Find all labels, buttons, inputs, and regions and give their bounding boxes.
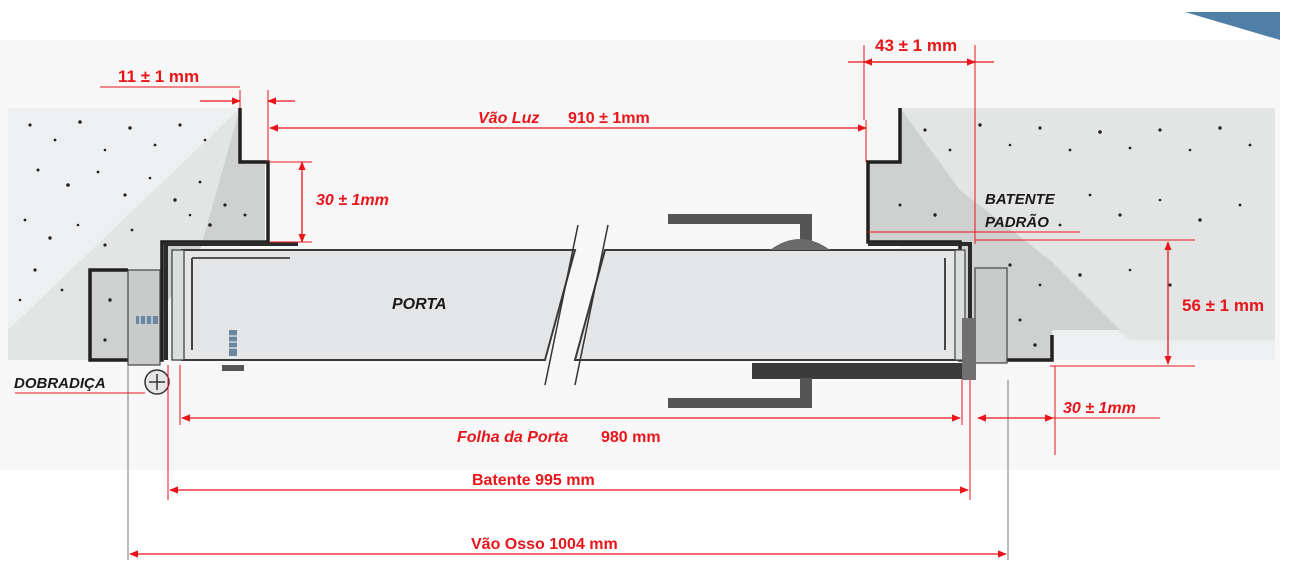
break-line-2 <box>574 224 609 386</box>
reference-lines <box>127 365 1009 560</box>
break-line-1 <box>544 224 579 386</box>
dim-vao-luz-name: Vão Luz <box>478 110 539 127</box>
frame-right-strip <box>974 267 1008 364</box>
screw-bottom-icon <box>222 330 244 371</box>
screw-left-icon <box>136 316 158 324</box>
dim-espessura: 56 ± 1 mm <box>1182 296 1264 315</box>
dim-vao-luz-value: 910 ± 1mm <box>568 110 650 127</box>
dimension-lines <box>15 45 1195 558</box>
dim-folha-value: 980 mm <box>601 429 661 446</box>
lock-rosette-top <box>770 239 830 250</box>
label-porta: PORTA <box>392 296 447 313</box>
corner-accent <box>1185 12 1280 40</box>
label-dobradica: DOBRADIÇA <box>14 375 106 392</box>
frame-left <box>164 242 298 360</box>
right-wall <box>866 108 1275 362</box>
right-wall-speckles <box>898 123 1252 347</box>
left-wall-speckles <box>18 120 247 342</box>
dim-batente-total: Batente 995 mm <box>472 472 595 489</box>
strike-plate <box>962 318 976 380</box>
door-hardware <box>136 214 976 408</box>
hinge-icon <box>144 369 170 395</box>
left-wall-outline <box>88 108 270 362</box>
label-batente-padrao-2: PADRÃO <box>985 213 1049 231</box>
door-leaf <box>171 224 966 386</box>
handle-top <box>668 214 812 248</box>
label-batente-padrao-1: BATENTE <box>985 191 1056 208</box>
left-wall <box>8 108 270 362</box>
dim-profundidade-esquerda: 30 ± 1mm <box>316 192 389 209</box>
dim-folha-name: Folha da Porta <box>457 429 568 446</box>
dim-profundidade-direita: 30 ± 1mm <box>1063 400 1136 417</box>
door-frame <box>127 242 1008 366</box>
dim-batente-direito: 43 ± 1 mm <box>875 36 957 55</box>
dim-folga-esquerda: 11 ± 1 mm <box>118 67 199 86</box>
dim-vao-osso: Vão Osso 1004 mm <box>471 536 618 553</box>
lock-plate-bottom <box>752 363 967 379</box>
handle-bottom <box>668 378 812 408</box>
